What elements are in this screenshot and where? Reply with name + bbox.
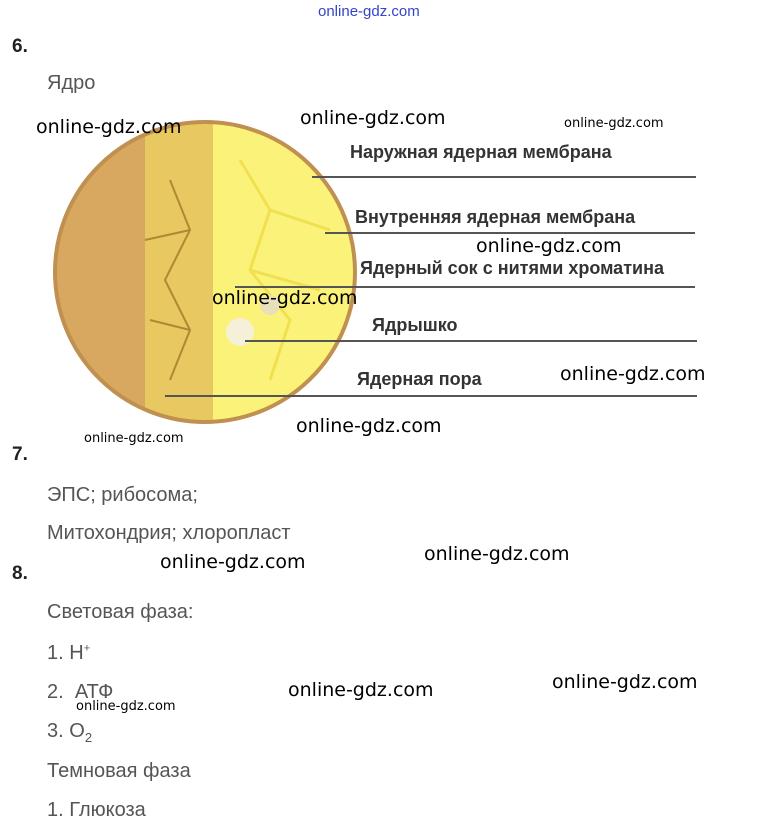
watermark: online-gdz.com [300,107,446,129]
light-item-1: 1. H+ [47,642,91,664]
dark-item-1: 1. Глюкоза [47,799,146,821]
watermark: online-gdz.com [84,431,184,446]
watermark: online-gdz.com [160,551,306,573]
watermark: online-gdz.com [552,671,698,693]
answer-7-line-1: ЭПС; рибосома; [47,484,198,506]
watermark: online-gdz.com [476,235,622,257]
light-item-2: 2. АТФ [47,681,114,703]
watermark: online-gdz.com [564,116,664,131]
watermark: online-gdz.com [212,287,358,309]
label-nuclear-pore: Ядерная пора [357,369,482,389]
watermark: online-gdz.com [36,116,182,138]
question-8-number: 8. [12,563,28,584]
label-nuclear-sap: Ядерный сок с нитями хроматина [360,258,664,278]
question-6-number: 6. [12,36,28,57]
label-outer-membrane: Наружная ядерная мембрана [350,142,612,162]
watermark: online-gdz.com [296,415,442,437]
light-phase-title: Световая фаза: [47,601,194,623]
nucleus-diagram [53,120,357,424]
question-6-title: Ядро [47,72,96,94]
answer-7-line-2: Митохондрия; хлоропласт [47,522,291,544]
header-watermark: online-gdz.com [318,3,420,20]
label-nucleolus: Ядрышко [372,315,458,335]
light-item-3: 3. O2 [47,720,93,745]
watermark: online-gdz.com [560,363,706,385]
watermark: online-gdz.com [76,699,176,714]
dark-phase-title: Темновая фаза [47,760,191,782]
question-7-number: 7. [12,444,28,465]
watermark: online-gdz.com [288,679,434,701]
label-inner-membrane: Внутренняя ядерная мембрана [355,207,636,227]
watermark: online-gdz.com [424,543,570,565]
